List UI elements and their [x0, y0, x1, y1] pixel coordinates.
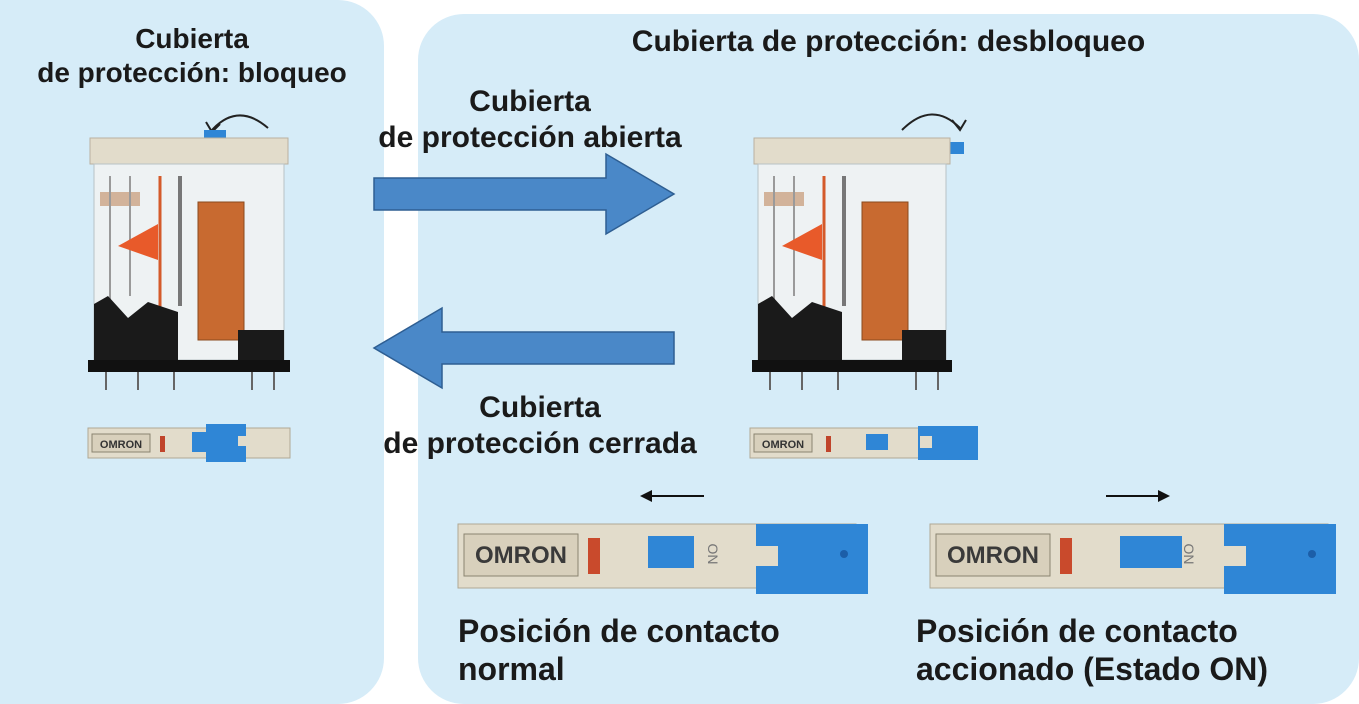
caption-normal-line1: Posición de contacto	[458, 613, 780, 649]
arrow-open-label-line2: de protección abierta	[378, 121, 682, 154]
switch-on-text: ON	[705, 544, 721, 565]
cover-latch-locked	[204, 130, 226, 140]
arrow-left-small-icon	[640, 490, 704, 502]
rotate-arrow-icon	[901, 113, 961, 131]
relay-top-strip-locked: OMRON	[87, 424, 291, 462]
relay-locked-image	[88, 114, 290, 390]
omron-logo-small: OMRON	[762, 439, 804, 451]
caption-normal-line2: normal	[458, 651, 565, 688]
arrow-close-label-line2: de protección cerrada	[383, 427, 697, 460]
arrow-close-left	[372, 306, 675, 390]
omron-logo-small: OMRON	[100, 439, 142, 451]
left-panel-title: Cubierta de protección: bloqueo	[0, 22, 384, 89]
arrow-open-label: Cubierta de protección abierta	[320, 84, 740, 156]
caption-actuated-line2: accionado (Estado ON)	[916, 651, 1269, 688]
caption-actuated-position: Posición de contacto accionado (Estado O…	[916, 612, 1268, 689]
relay-top-strip-unlocked: OMRON	[749, 426, 978, 460]
left-panel-title-line1: Cubierta	[135, 23, 249, 54]
arrow-right-small-icon	[1106, 490, 1170, 502]
switch-on-text: ON	[1181, 544, 1197, 565]
arrow-close-label-line1: Cubierta	[479, 391, 601, 424]
omron-logo: OMRON	[947, 542, 1039, 569]
cover-latch-unlocked	[948, 142, 964, 154]
rotate-arrow-icon	[211, 114, 269, 131]
contact-strip-normal: OMRON ON	[457, 523, 868, 594]
caption-actuated-line1: Posición de contacto	[916, 613, 1238, 649]
contact-strip-actuated: OMRON ON	[929, 523, 1336, 594]
arrow-open-label-line1: Cubierta	[469, 85, 591, 118]
caption-normal-position: Posición de contacto normal	[458, 612, 780, 689]
omron-logo: OMRON	[475, 542, 567, 569]
arrow-close-label: Cubierta de protección cerrada	[310, 390, 770, 462]
left-panel-title-line2: de protección: bloqueo	[37, 56, 347, 88]
right-panel-title: Cubierta de protección: desbloqueo	[631, 25, 1146, 58]
relay-unlocked-image	[752, 113, 967, 390]
arrow-open-right	[373, 152, 676, 236]
